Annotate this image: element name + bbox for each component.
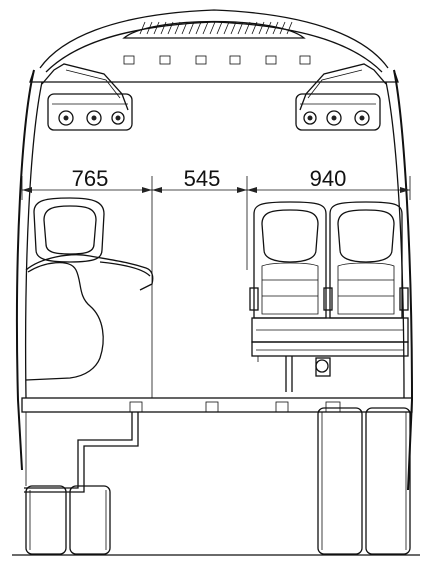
vent-slat [167, 21, 174, 35]
vent-slat [251, 21, 258, 35]
floor-chassis [21, 397, 413, 493]
vent-slat [160, 21, 167, 35]
dimension-label-left: 765 [72, 166, 109, 191]
roof-brackets [123, 55, 311, 65]
dimension-label-aisle: 545 [184, 166, 221, 191]
vent-slat [237, 21, 244, 35]
vent-slat [286, 21, 293, 35]
left-overhead-unit [41, 63, 133, 131]
vent-slat [174, 21, 181, 35]
vent-slat [146, 21, 153, 35]
vent-slat [272, 21, 279, 35]
vent-slat [265, 21, 272, 35]
roof-shell [29, 9, 399, 83]
vent-slat [139, 21, 146, 35]
dimension-label-right: 940 [310, 166, 347, 191]
vent-slat [258, 21, 265, 35]
vent-slat [244, 21, 251, 35]
right-double-seat [249, 201, 409, 392]
vent-slat [216, 21, 223, 35]
right-overhead-unit [295, 63, 387, 131]
vent-slat [202, 21, 209, 35]
dimension-lines [21, 176, 411, 398]
vent-slat [279, 21, 286, 35]
roof-vent [122, 20, 306, 39]
vent-slat [223, 21, 230, 35]
vent-slat [195, 21, 202, 35]
body-walls [15, 69, 414, 491]
vent-slat [153, 21, 160, 35]
vent-slat [209, 21, 216, 35]
vent-slat [230, 21, 237, 35]
wheels [25, 407, 411, 555]
vent-slat [181, 21, 188, 35]
vent-slat [188, 21, 195, 35]
left-seat [25, 197, 154, 399]
